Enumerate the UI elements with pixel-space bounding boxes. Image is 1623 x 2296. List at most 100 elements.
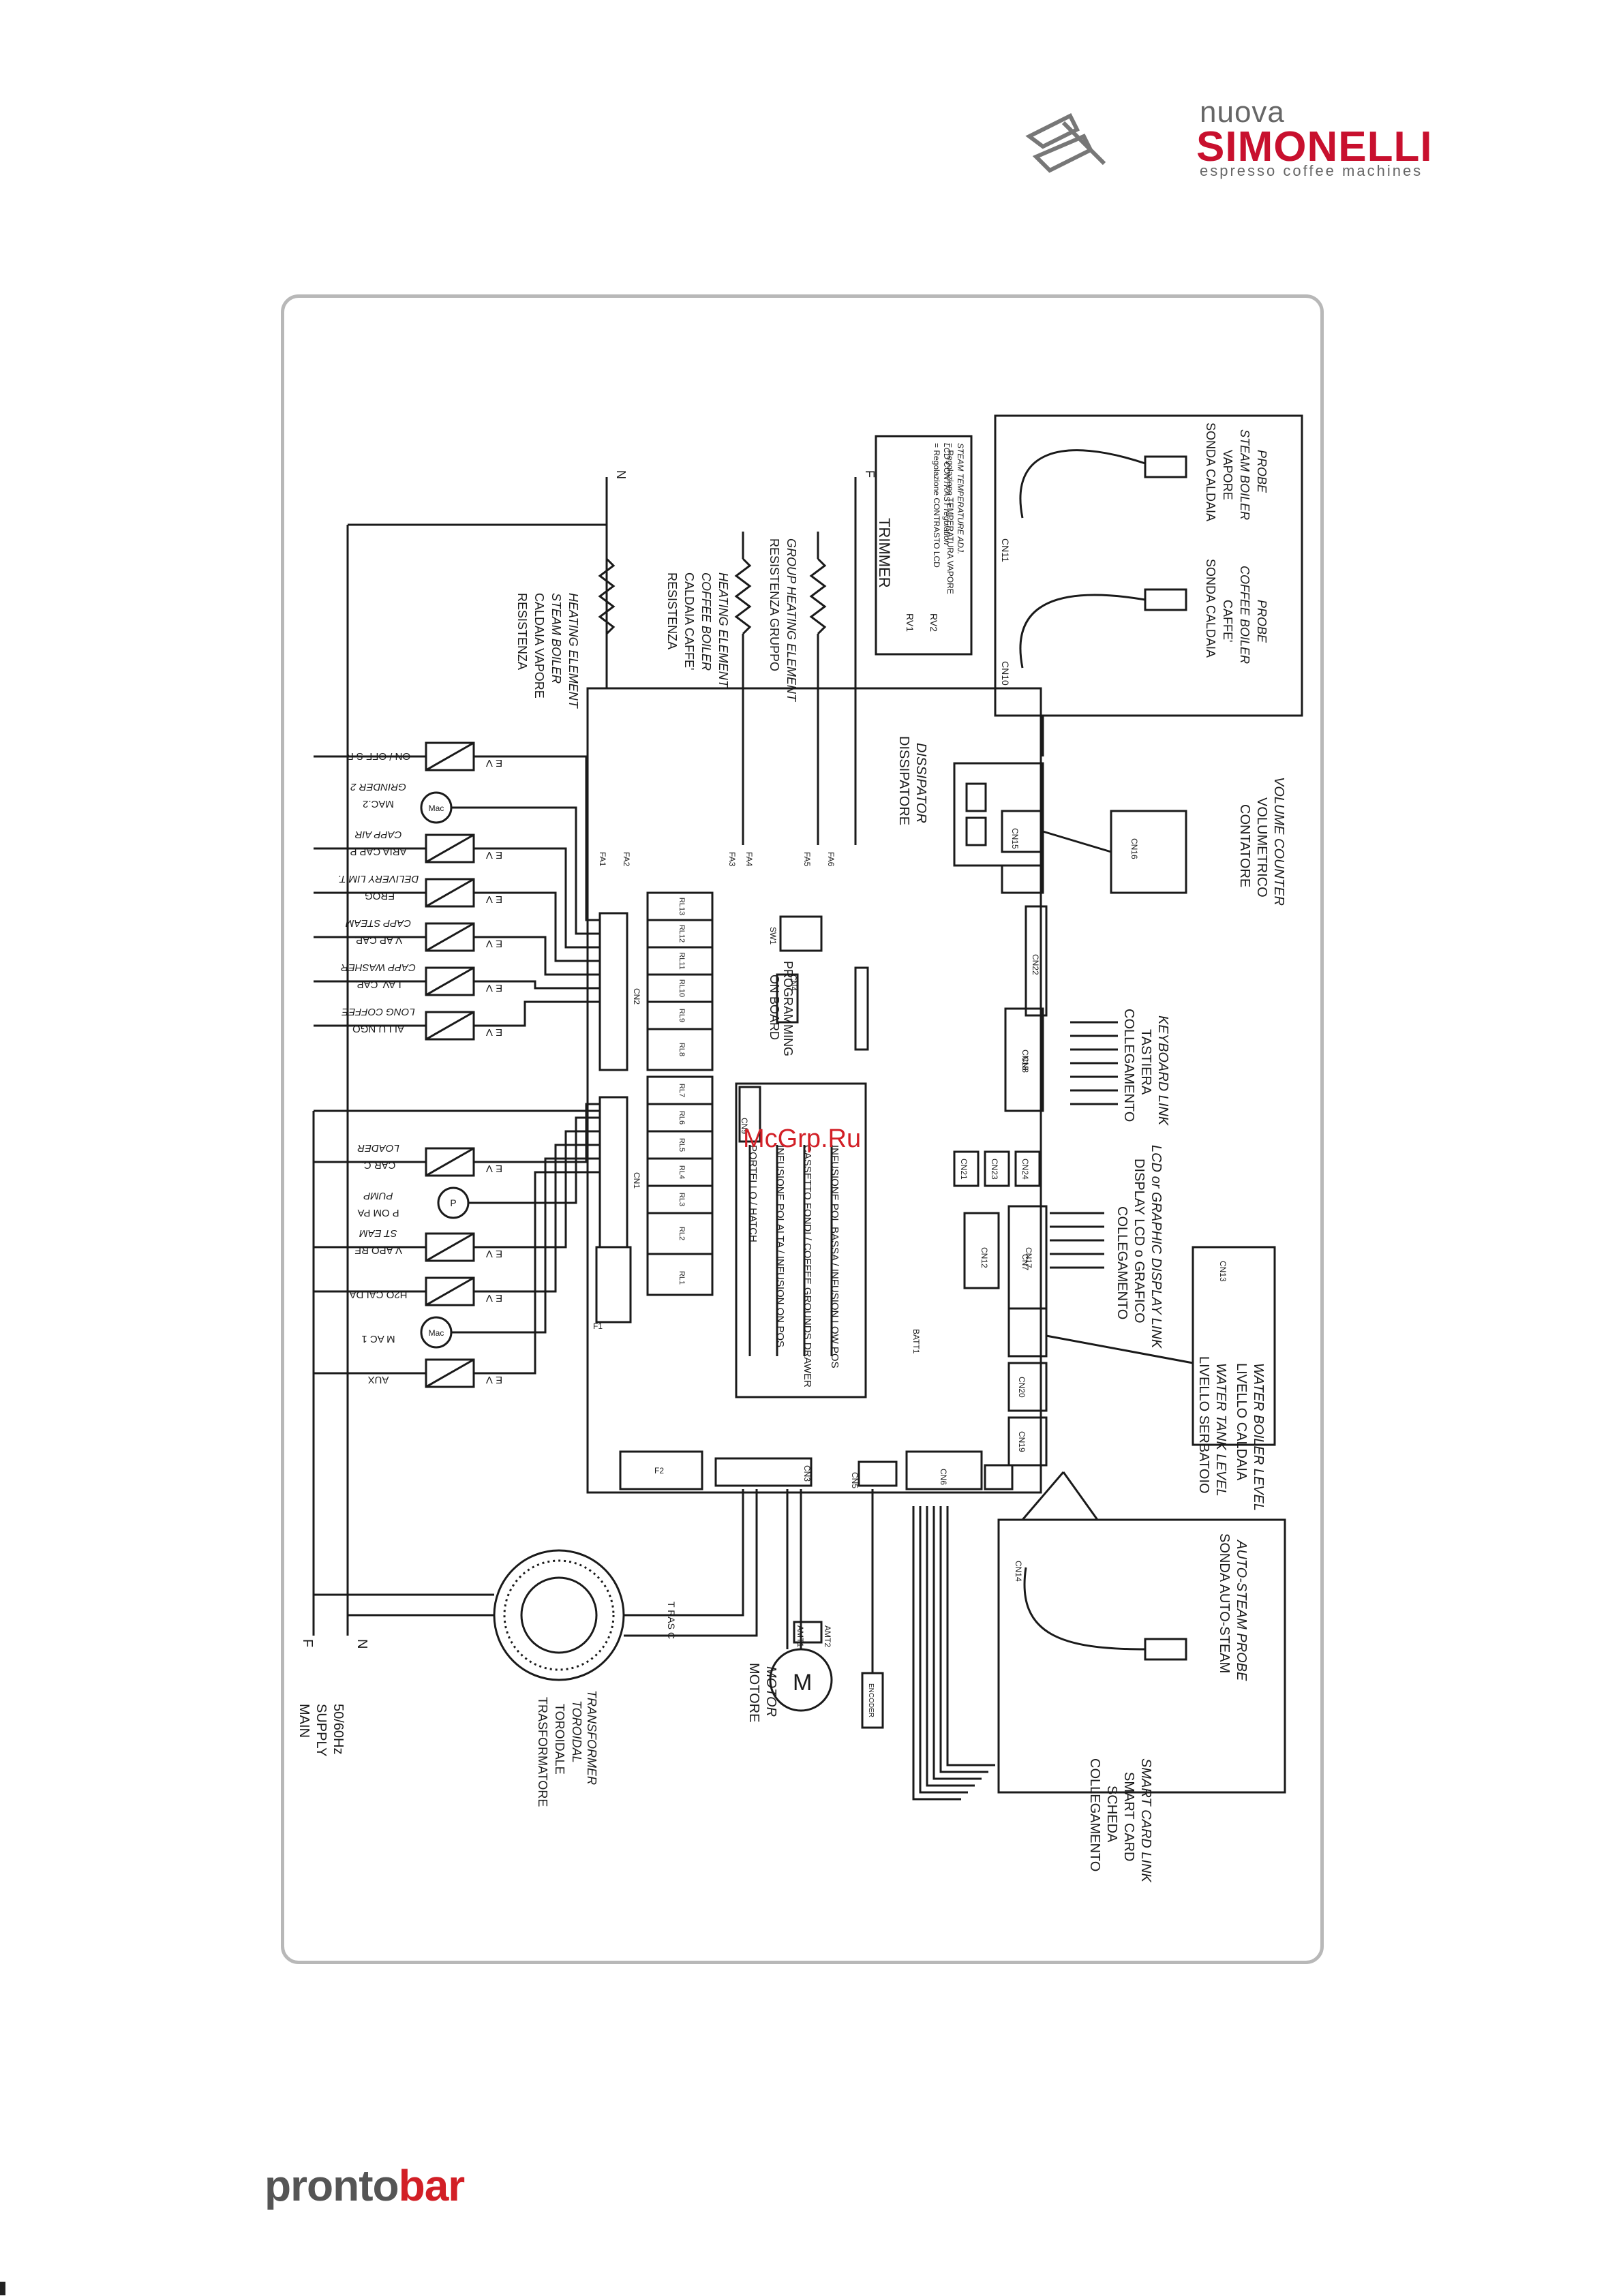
on-board-l1: ON BOARD xyxy=(768,975,781,1040)
smartcard-en2: SMART CARD LINK xyxy=(1138,1758,1153,1884)
prontobar-logo-part2: bar xyxy=(398,2161,466,2210)
switch-l2: INFUSIONE POLALTA / INFUSION ON POS xyxy=(774,1145,786,1347)
logo-tagline: espresso coffee machines xyxy=(1200,162,1423,179)
autosteam-it: SONDA AUTO-STEAM xyxy=(1217,1533,1232,1673)
motor-symbol-label: M xyxy=(793,1670,812,1696)
on-board-l2: PROGRAMMING xyxy=(781,961,795,1056)
heater-coffee-it2: CALDAIA CAFFE' xyxy=(682,572,696,670)
autosteam-cn: CN14 xyxy=(1014,1561,1023,1582)
volume-counter-box xyxy=(1110,810,1187,894)
heater-group-en1: GROUP HEATING ELEMENT xyxy=(785,538,798,703)
load-upper-4-ev: E V xyxy=(486,938,502,949)
heater-steam-it1: RESISTENZA xyxy=(515,593,529,670)
fuse-label: FA3 xyxy=(727,852,737,867)
switch-l1: PORTELLO / HATCH xyxy=(747,1145,759,1242)
connector-cn14 xyxy=(984,1464,1014,1490)
load-lower-0-ev: E V xyxy=(486,1163,502,1174)
supply-title2: SUPPLY xyxy=(314,1704,329,1756)
trimmer-rv1-text: = Regolazione TEMPERATURA VAPORE xyxy=(945,443,955,594)
probe-cn11: CN11 xyxy=(1000,538,1011,562)
connector-label: CN8 xyxy=(1020,1056,1030,1073)
fuse-label: FA1 xyxy=(598,852,607,867)
relay-label: RL5 xyxy=(678,1138,686,1152)
load-lower-5-it: AUX xyxy=(368,1374,389,1386)
toroidal-transformer xyxy=(493,1549,625,1681)
prontobar-logo: prontobar xyxy=(264,2160,466,2211)
connector-label: CN1 xyxy=(632,1172,641,1189)
connector-label: CN2 xyxy=(632,988,641,1005)
connector-cn3 xyxy=(714,1457,813,1487)
load-upper-2-ev: E V xyxy=(486,849,502,861)
load-lower-1-it: P OM PA xyxy=(357,1207,399,1219)
load-lower-4-symbol: Mac xyxy=(429,1328,444,1338)
autosteam-box xyxy=(997,1518,1286,1794)
heater-coffee xyxy=(734,557,752,635)
volume-counter-it1: CONTATORE xyxy=(1237,804,1252,887)
connector-cn22 xyxy=(1025,905,1048,1017)
load-upper-6-it: ALLU NGO xyxy=(352,1023,404,1035)
heater-steam-it2: CALDAIA VAPORE xyxy=(532,593,546,699)
volume-counter-en: VOLUME COUNTER xyxy=(1271,777,1286,906)
load-lower-1-symbol: P xyxy=(450,1197,456,1208)
heater-coffee-en2: HEATING ELEMENT xyxy=(716,572,730,689)
connector-label: CN6 xyxy=(939,1469,948,1485)
probe-steam-en2: PROBE xyxy=(1255,450,1269,493)
dissipator-it: DISSIPATORE xyxy=(896,736,911,825)
dissipator-box xyxy=(953,762,1044,867)
supply-phase: F xyxy=(300,1639,315,1647)
levels-en1: WATER TANK LEVEL xyxy=(1213,1363,1228,1497)
probe-coffee-it2: CAFFE' xyxy=(1221,600,1234,642)
keyboard-it1: COLLEGAMENTO xyxy=(1121,1009,1136,1122)
fuse-f1-label: F1 xyxy=(593,1321,603,1331)
relay-label: RL13 xyxy=(678,898,686,915)
load-lower-0-it: CAR C. xyxy=(361,1159,396,1171)
relay-label: RL6 xyxy=(678,1111,686,1124)
top-f-label: F xyxy=(863,470,877,478)
fuse-label: FA6 xyxy=(826,852,836,867)
load-upper-2-it: ARIA CAP P xyxy=(350,846,406,857)
connector-label: CN20 xyxy=(1017,1377,1027,1398)
dissipator-en: DISSIPATOR xyxy=(913,743,928,823)
heater-steam-en1: STEAM BOILER xyxy=(549,593,563,684)
switch-l4: INFUSIONE POL.BASSA / INFUSION LOW POS xyxy=(829,1145,840,1368)
probe-cn10: CN10 xyxy=(1000,661,1011,686)
levels-box xyxy=(1192,1246,1276,1446)
display-it2: DISPLAY LCD o GRAFICO xyxy=(1132,1159,1147,1323)
connector-cn2 xyxy=(598,912,628,1071)
heater-group xyxy=(809,557,827,635)
volume-counter-it2: VOLUMETRICO xyxy=(1254,797,1269,898)
logo-nuova: nuova xyxy=(1200,95,1285,129)
load-lower-3-it: H2O CALDA xyxy=(349,1289,407,1300)
probe-coffee-it1: SONDA CALDAIA xyxy=(1204,559,1217,658)
relay-label: RL1 xyxy=(678,1271,686,1285)
transformer-it1: TRASFORMATORE xyxy=(536,1697,549,1807)
connector-cn15 xyxy=(1001,810,1044,853)
simonelli-mark-icon xyxy=(1025,112,1106,173)
display-cn: CN17 xyxy=(1024,1247,1033,1268)
trimmer-rv2: RV2 xyxy=(928,613,939,632)
load-lower-4-it: M AC 1 xyxy=(361,1333,395,1345)
relay-label: RL11 xyxy=(678,952,686,969)
fuse-label: FA4 xyxy=(744,852,754,867)
battery-label: BATT1 xyxy=(911,1329,921,1354)
load-upper-3-it: EROG. xyxy=(362,890,395,902)
connector-label: CN22 xyxy=(1031,954,1040,975)
load-upper-5-ev: E V xyxy=(486,982,502,994)
load-lower-5-ev: E V xyxy=(486,1374,502,1386)
transformer-it2: TOROIDALE xyxy=(553,1704,566,1775)
display-en: LCD or GRAPHIC DISPLAY LINK xyxy=(1149,1145,1164,1349)
connector-cn6 xyxy=(905,1450,983,1490)
load-upper-1-it: MAC.2 xyxy=(363,798,394,810)
connector-label: CN24 xyxy=(1020,1159,1030,1180)
motor-t2: AMT2 xyxy=(823,1625,832,1647)
trimmer-rv2-sub: LCD CONTRAST regulation xyxy=(942,443,952,545)
transformer-en1: TOROIDAL xyxy=(570,1700,583,1763)
connector-label: CN21 xyxy=(959,1159,969,1180)
load-lower-0-en: LOADER xyxy=(357,1142,399,1154)
relay-label: RL8 xyxy=(678,1043,686,1056)
top-n-label: N xyxy=(614,470,628,479)
prontobar-logo-part1: pronto xyxy=(264,2161,399,2210)
load-upper-6-ev: E V xyxy=(486,1026,502,1038)
relay-label: RL7 xyxy=(678,1084,686,1097)
